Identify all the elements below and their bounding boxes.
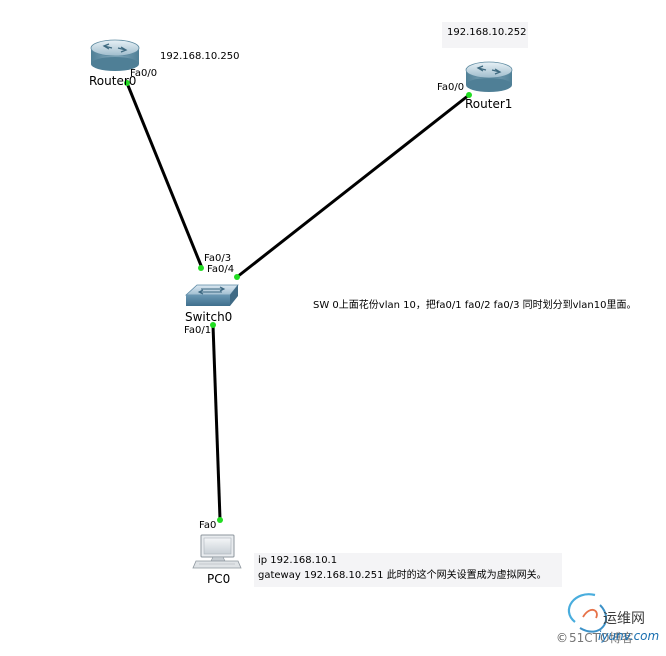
link-router1-switch0[interactable] [236,93,470,279]
switch0-port-fa0-3-label: Fa0/3 [204,253,232,264]
switch0-port-fa0-1-label: Fa0/1 [184,325,212,336]
switch0-port-fa0-4-label: Fa0/4 [207,264,235,275]
pc0-label: PC0 [207,572,231,586]
pc-note-bg [254,553,562,587]
router-arrows-icon [102,43,128,53]
pc-ip-note: ip 192.168.10.1 [258,555,338,566]
pc0-device[interactable] [192,534,242,569]
switch-arrows-icon [197,286,226,295]
watermark-logo-icon [567,593,607,633]
pc0-port-label: Fa0 [199,520,217,531]
port-dots [124,80,472,523]
port-dot-switch0-fa0-4 [234,274,240,280]
watermark-symbol: © [556,631,568,645]
router1-ip-label: 192.168.10.252 [447,27,527,38]
router0-device[interactable] [90,39,140,71]
port-dot-switch0-fa0-1 [210,322,216,328]
router0-ip-label: 192.168.10.250 [160,51,240,62]
router0-label: Router0 [89,74,137,88]
port-dot-pc0-fa0 [217,517,223,523]
port-dot-switch0-fa0-3 [198,265,204,271]
port-dot-router0-fa0-0 [124,80,130,86]
router1-device[interactable] [465,61,513,92]
router0-port-label: Fa0/0 [130,68,158,79]
switch0-device[interactable] [184,284,239,306]
router1-label: Router1 [465,97,513,111]
links [125,82,470,520]
router1-ip-note-bg [442,22,528,48]
port-dot-router1-fa0-0 [466,92,472,98]
watermark-cn-text: 运维网 [603,611,645,627]
router-arrows-icon [476,65,502,75]
router1-port-label: Fa0/0 [437,82,465,93]
link-switch0-pc0[interactable] [211,324,222,520]
switch0-label: Switch0 [185,310,233,324]
pc-gateway-note: gateway 192.168.10.251 此时的这个网关设置成为虚拟网关。 [258,570,547,581]
switch-vlan-note: SW 0上面花份vlan 10，把fa0/1 fa0/2 fa0/3 同时划分到… [313,300,637,311]
watermark-url-text: iyunv.com [598,629,660,643]
link-router0-switch0[interactable] [125,82,204,269]
watermark-site-text: 51CTO博客 [569,631,634,645]
